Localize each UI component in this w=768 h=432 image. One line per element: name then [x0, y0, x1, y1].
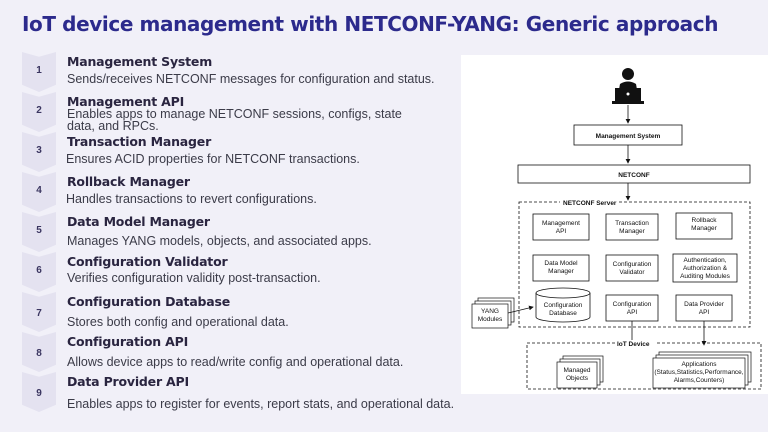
svg-text:Rollback: Rollback [692, 217, 718, 224]
step-4: 4 Rollback Manager Handles transactions … [22, 172, 467, 212]
step-chevron [22, 212, 56, 252]
data-provider-api-box: Data Provider API [675, 294, 733, 322]
step-9: 9 Data Provider API Enables apps to regi… [22, 372, 467, 412]
svg-text:Modules: Modules [478, 316, 503, 323]
step-chevron [22, 292, 56, 332]
step-chevron [22, 92, 56, 132]
step-title: Configuration Validator [67, 254, 228, 269]
step-number: 5 [36, 225, 42, 236]
step-title: Data Model Manager [67, 214, 210, 229]
svg-text:Database: Database [549, 310, 577, 317]
svg-text:API: API [556, 228, 567, 235]
svg-text:NETCONF: NETCONF [618, 172, 649, 179]
svg-text:Data Model: Data Model [544, 260, 578, 267]
svg-text:Management System: Management System [596, 133, 661, 140]
svg-text:Configuration: Configuration [544, 302, 583, 309]
step-title: Management System [67, 54, 213, 69]
applications-stack: Applications (Status,Statistics,Performa… [652, 351, 752, 389]
rollback-manager-box: Rollback Manager [675, 212, 733, 240]
configuration-api-box: Configuration API [605, 294, 659, 322]
svg-text:Validator: Validator [619, 269, 645, 276]
managed-objects-stack: Managed Objects [556, 355, 604, 389]
step-number: 4 [36, 185, 42, 196]
slide-title: IoT device management with NETCONF-YANG:… [22, 12, 719, 36]
netconf-server-label: NETCONF Server [563, 200, 617, 207]
step-description: Ensures ACID properties for NETCONF tran… [66, 152, 360, 166]
step-chevron [22, 332, 56, 372]
step-chevron [22, 52, 56, 92]
svg-text:(Status,Statistics,Performance: (Status,Statistics,Performance, [654, 369, 743, 376]
step-description: Stores both config and operational data. [67, 315, 289, 329]
management-system-box: Management System [573, 124, 683, 146]
step-title: Transaction Manager [67, 134, 212, 149]
step-title: Data Provider API [67, 374, 189, 389]
yang-to-database-arrow [507, 305, 534, 314]
transaction-manager-box: Transaction Manager [605, 213, 659, 241]
svg-text:API: API [627, 309, 638, 316]
svg-text:Configuration: Configuration [613, 301, 652, 308]
step-title: Management API [67, 94, 185, 109]
step-7: 7 Configuration Database Stores both con… [22, 292, 467, 332]
auth-modules-box: Authentication, Authorization & Auditing… [672, 253, 738, 283]
yang-modules-stack: YANG Modules [471, 297, 515, 329]
svg-text:Manager: Manager [548, 268, 574, 275]
step-description: Sends/receives NETCONF messages for conf… [67, 72, 435, 86]
step-chevron [22, 172, 56, 212]
step-8: 8 Configuration API Allows device apps t… [22, 332, 467, 372]
svg-text:Objects: Objects [566, 375, 589, 382]
svg-text:Data Provider: Data Provider [684, 301, 725, 308]
step-description: Enables apps to register for events, rep… [67, 397, 455, 411]
step-description: Verifies configuration validity post-tra… [67, 271, 321, 285]
step-number: 2 [36, 105, 42, 116]
step-title: Rollback Manager [67, 174, 190, 189]
step-5: 5 Data Model Manager Manages YANG models… [22, 212, 467, 252]
configuration-validator-box: Configuration Validator [605, 254, 659, 282]
svg-text:Authentication,: Authentication, [683, 257, 726, 264]
step-number: 6 [36, 265, 42, 276]
iot-device-label: IoT Device [617, 341, 650, 348]
netconf-box: NETCONF [517, 164, 751, 184]
step-1: 1 Management System Sends/receives NETCO… [22, 52, 467, 92]
svg-text:API: API [699, 309, 710, 316]
svg-text:Applications: Applications [681, 361, 717, 368]
step-description: Manages YANG models, objects, and associ… [67, 234, 372, 248]
step-2: 2 Management API Enables apps to manage … [22, 92, 467, 132]
iot-label-bg [615, 340, 655, 347]
data-model-manager-box: Data Model Manager [532, 254, 590, 282]
netconf-architecture-diagram: Management System NETCONF NETCONF Server… [461, 55, 768, 394]
step-description: Handles transactions to revert configura… [66, 192, 317, 206]
configuration-database-cylinder: Configuration Database [535, 287, 591, 323]
svg-text:Manager: Manager [619, 228, 645, 235]
svg-text:Alarms,Counters): Alarms,Counters) [674, 377, 725, 384]
step-chevron [22, 252, 56, 292]
svg-text:Manager: Manager [691, 225, 717, 232]
step-number: 3 [36, 145, 42, 156]
operator-icon [612, 68, 644, 104]
step-number: 1 [36, 65, 42, 76]
svg-text:Transaction: Transaction [615, 220, 649, 227]
step-title: Configuration API [67, 334, 189, 349]
svg-text:Authorization &: Authorization & [683, 265, 728, 272]
architecture-svg: Management System NETCONF NETCONF Server… [471, 68, 762, 390]
svg-text:Management: Management [542, 220, 580, 227]
step-chevron [22, 132, 56, 172]
svg-text:YANG: YANG [481, 308, 499, 315]
step-3: 3 Transaction Manager Ensures ACID prope… [22, 132, 467, 172]
svg-text:Auditing Modules: Auditing Modules [680, 273, 731, 280]
step-chevron [22, 372, 56, 412]
step-6: 6 Configuration Validator Verifies confi… [22, 252, 467, 292]
svg-text:Managed: Managed [563, 367, 590, 374]
management-api-box: Management API [532, 213, 590, 241]
step-title: Configuration Database [67, 294, 231, 309]
step-number: 9 [36, 388, 42, 399]
step-number: 8 [36, 348, 42, 359]
step-description: Enables apps to manage NETCONF sessions,… [67, 107, 402, 133]
server-label-bg [560, 198, 618, 206]
netconf-server-container [518, 201, 751, 328]
step-number: 7 [36, 308, 42, 319]
step-description: Allows device apps to read/write config … [67, 355, 404, 369]
svg-text:Configuration: Configuration [613, 261, 652, 268]
